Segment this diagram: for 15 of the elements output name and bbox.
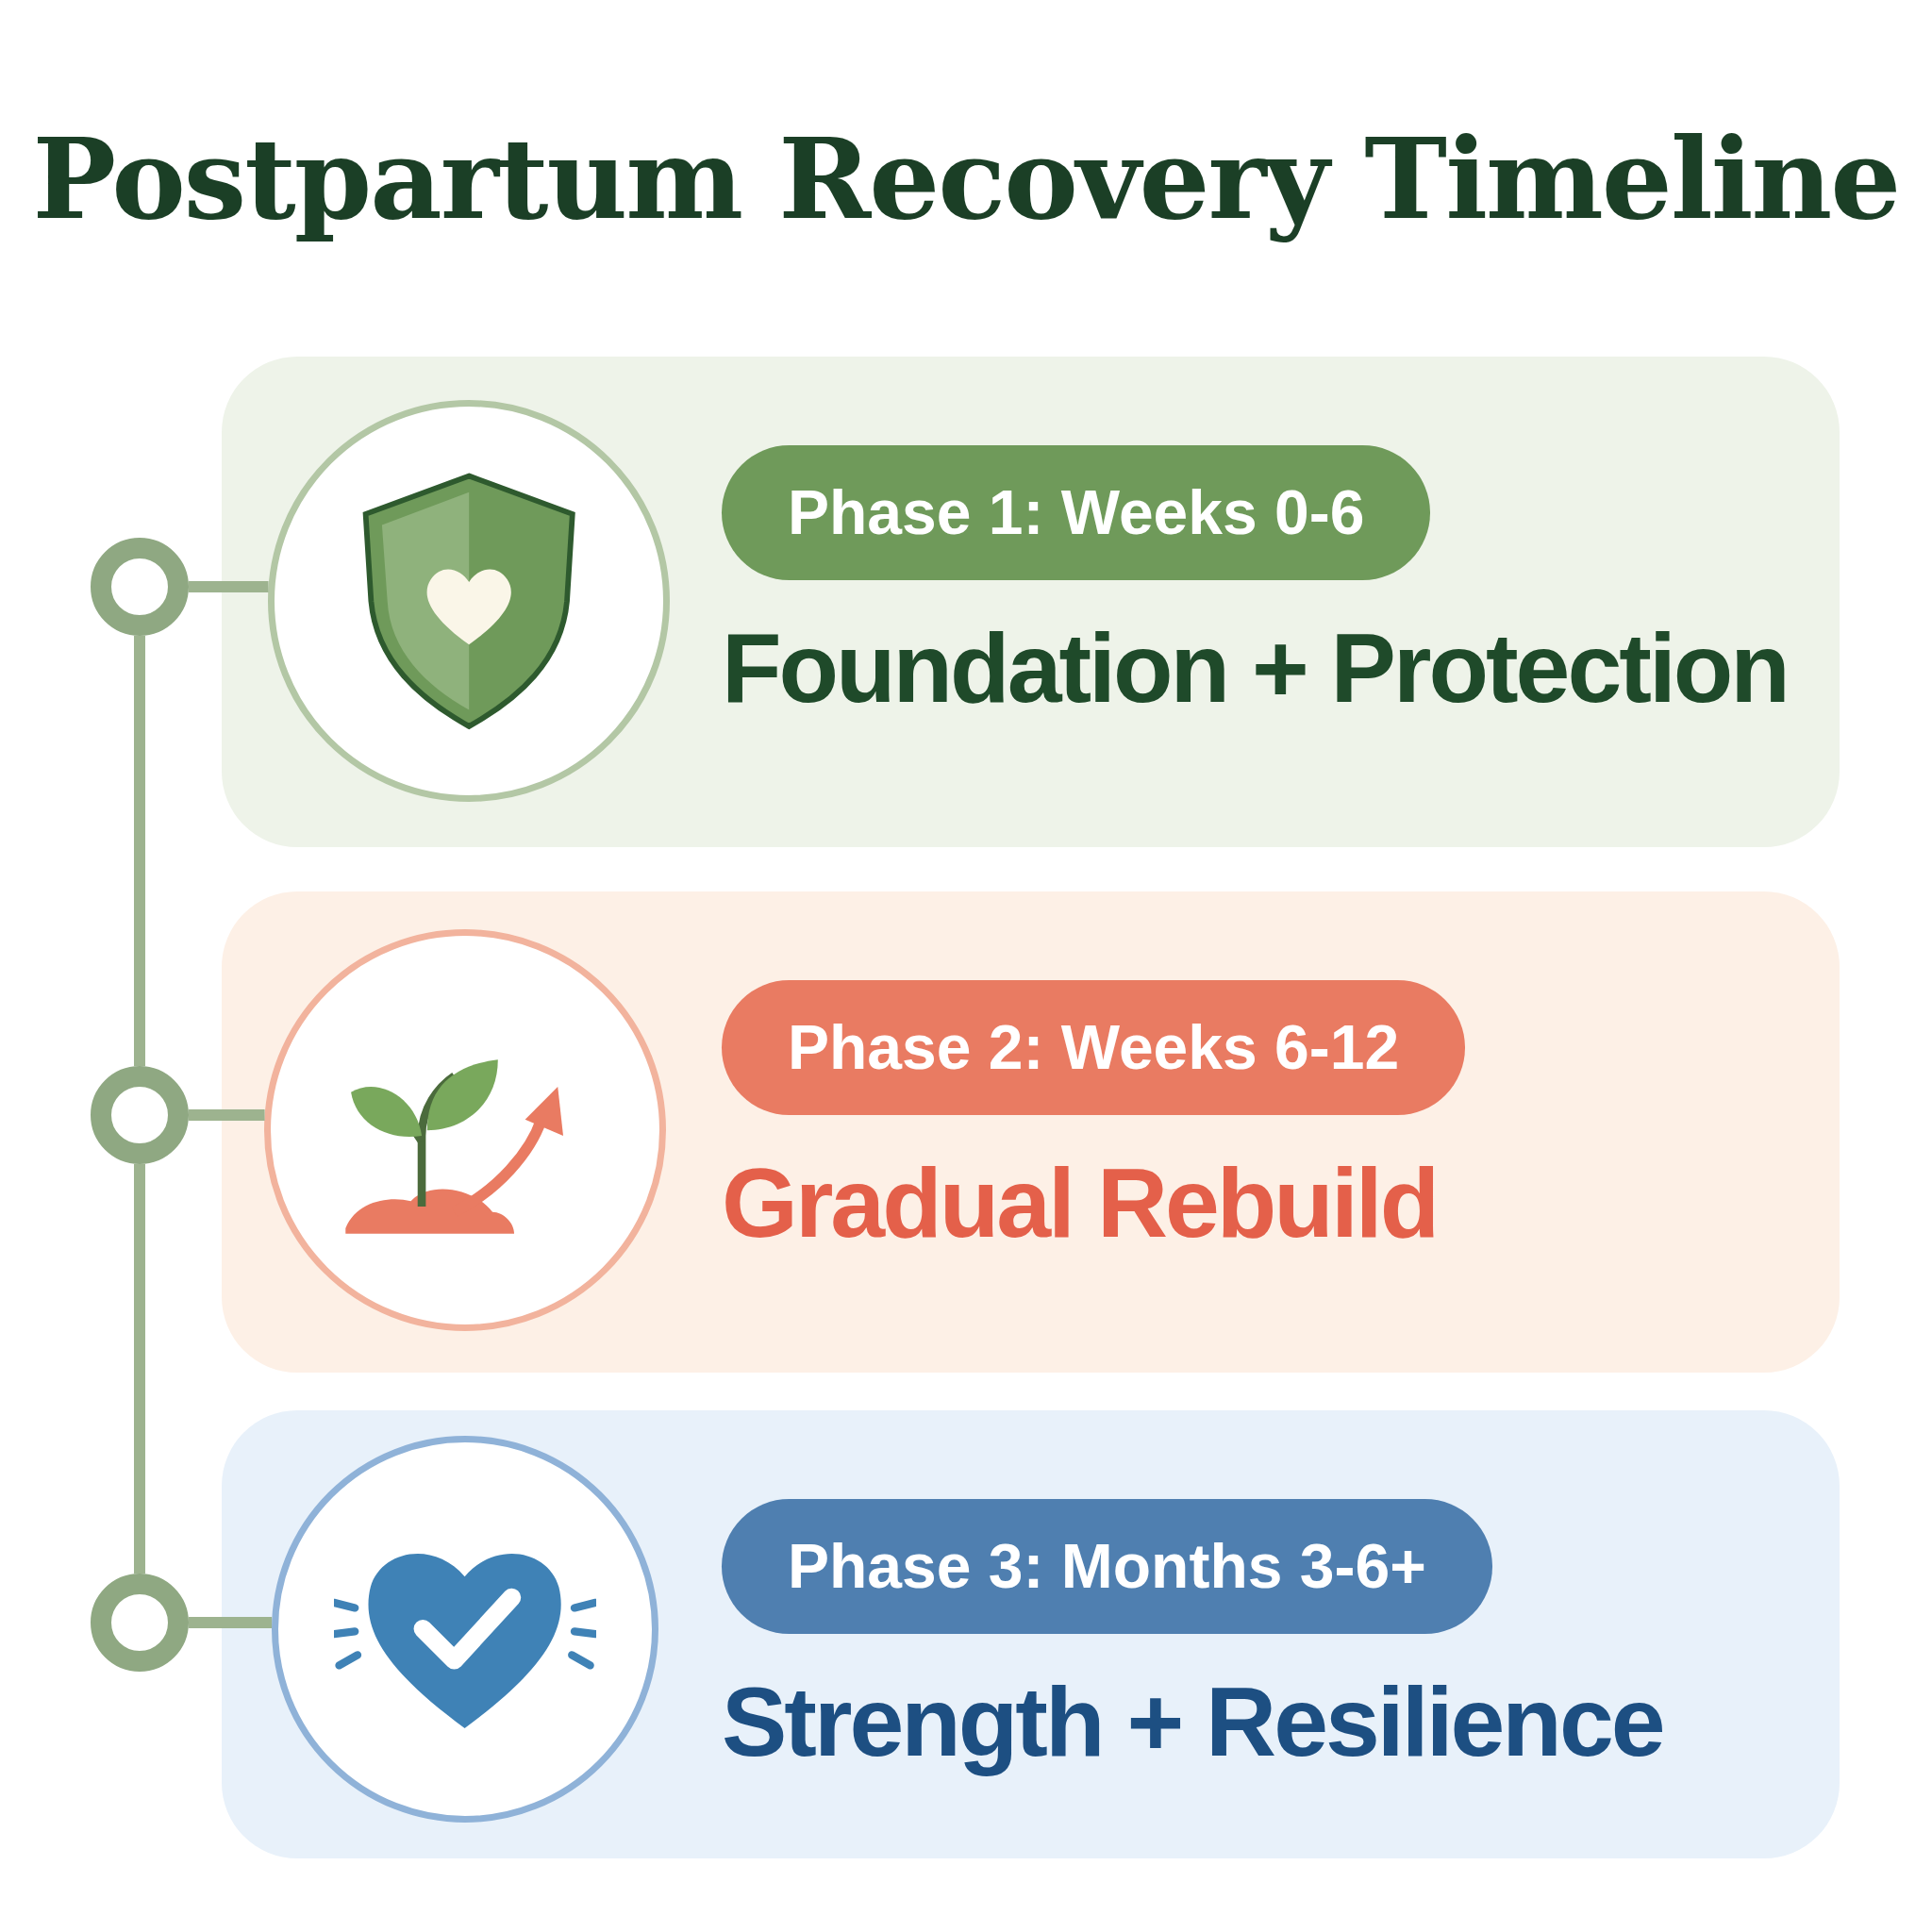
- phase-card: [222, 1410, 1840, 1858]
- phase-card: [222, 357, 1840, 847]
- connector-line: [134, 636, 145, 1066]
- connector-line: [189, 1617, 273, 1628]
- phase-heading: Foundation + Protection: [722, 612, 1788, 724]
- phase-badge: Phase 2: Weeks 6-12: [722, 980, 1466, 1115]
- phase-heading: Strength + Resilience: [722, 1666, 1663, 1778]
- title: Postpartum Recovery Timeline: [31, 113, 1901, 244]
- connector-line: [189, 581, 269, 592]
- phase-badge: Phase 1: Weeks 0-6: [722, 445, 1431, 580]
- phase-heading: Gradual Rebuild: [722, 1147, 1438, 1259]
- connector-line: [134, 1164, 145, 1574]
- phase-badge: Phase 3: Months 3-6+: [722, 1499, 1492, 1634]
- phase-card: [222, 891, 1840, 1373]
- connector-line: [189, 1109, 265, 1121]
